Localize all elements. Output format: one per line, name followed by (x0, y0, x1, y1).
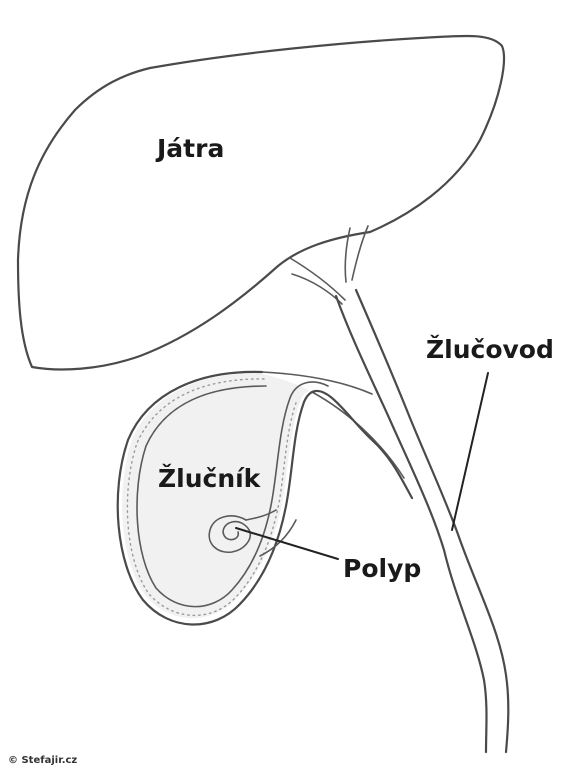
common-bile-duct-left-edge (336, 296, 487, 752)
gallbladder-wall-band (122, 373, 312, 618)
left-hepatic-duct-inner (292, 274, 342, 304)
bile-duct-label: Žlučovod (426, 335, 554, 364)
copyright-credit: © Stefajir.cz (8, 755, 77, 766)
polyp-label: Polyp (343, 554, 421, 583)
bile-duct-pointer-line (452, 373, 488, 530)
gallbladder-label: Žlučník (158, 464, 262, 493)
liver-label: Játra (155, 134, 224, 163)
cystic-duct-lower-edge (312, 392, 404, 478)
left-hepatic-duct-outer (290, 258, 345, 300)
liver-outline (18, 36, 504, 370)
